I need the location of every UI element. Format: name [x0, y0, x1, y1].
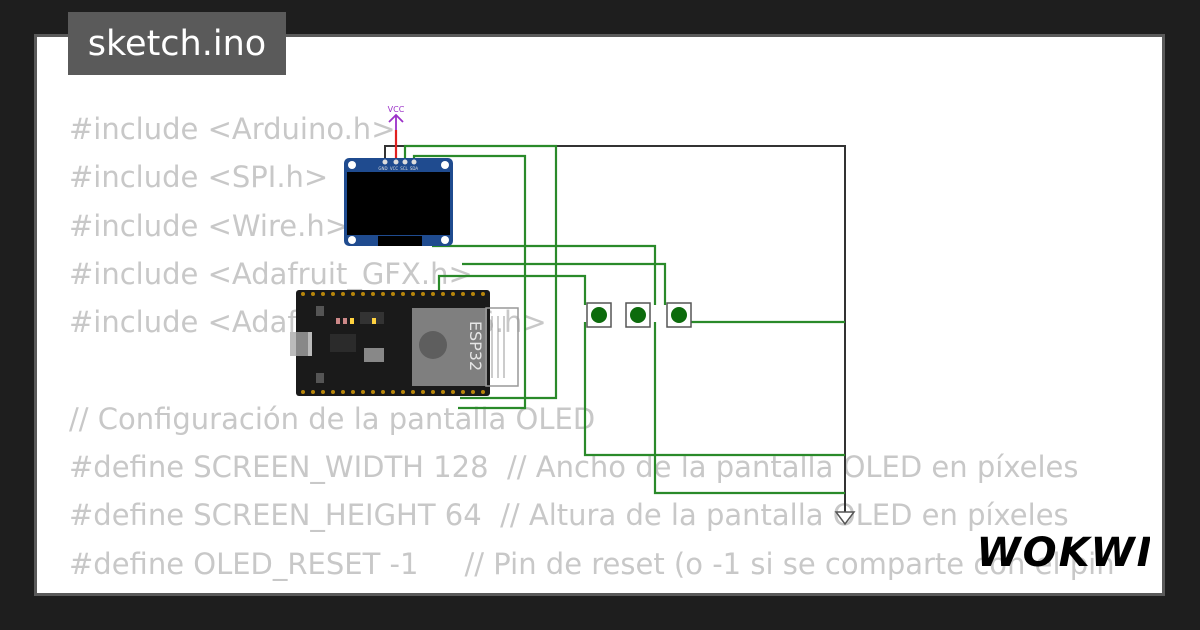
code-line: #define OLED_RESET -1 // Pin de reset (o… — [69, 546, 1115, 581]
code-line: #include <Adafruit_GFX.h> — [69, 256, 473, 291]
gnd-symbol[interactable] — [834, 511, 856, 526]
code-line: #include <SPI.h> — [69, 160, 329, 195]
oled-display[interactable]: GND VCC SCL SDA — [344, 158, 453, 246]
oled-pin-label: VCC — [390, 166, 399, 171]
esp32-board[interactable]: ESP32 — [290, 290, 519, 396]
esp32-label: ESP32 — [466, 321, 485, 371]
push-button-2[interactable] — [625, 302, 651, 328]
code-background: #include <Arduino.h> #include <SPI.h> #inc… — [69, 105, 1115, 593]
code-line: #define SCREEN_HEIGHT 64 // Altura de la… — [69, 498, 1069, 533]
push-button-1[interactable] — [586, 302, 612, 328]
code-line: #include <Arduino.h> — [69, 112, 396, 146]
reset-button[interactable] — [316, 373, 324, 383]
wire-button3[interactable] — [462, 262, 667, 305]
vcc-label: VCC — [388, 105, 405, 114]
code-line: #define SCREEN_WIDTH 128 // Ancho de la … — [69, 450, 1079, 485]
file-tab[interactable]: sketch.ino — [68, 12, 286, 75]
code-line: #include <Wire.h> — [69, 208, 350, 243]
push-button-3[interactable] — [666, 302, 692, 328]
wokwi-logo-text: WOKWI — [980, 530, 1150, 576]
wire-gnd[interactable] — [384, 145, 846, 512]
canvas-card: #include <Arduino.h> #include <SPI.h> #inc… — [34, 34, 1165, 596]
wire-button2[interactable] — [432, 244, 657, 305]
wire-button1-gnd[interactable] — [583, 322, 845, 457]
boot-button[interactable] — [316, 306, 324, 316]
wokwi-logo: WOKWI — [980, 530, 1150, 576]
vcc-symbol[interactable]: VCC — [388, 105, 405, 130]
oled-pin-label: GND — [378, 166, 387, 171]
wire-button2-gnd[interactable] — [653, 322, 845, 495]
oled-pin-label: SCL — [400, 166, 408, 171]
wire-button1[interactable] — [437, 274, 587, 305]
wire-sda[interactable] — [412, 154, 527, 410]
code-line: // Configuración de la pantalla OLED — [69, 401, 596, 436]
oled-pin-label: SDA — [410, 166, 419, 171]
